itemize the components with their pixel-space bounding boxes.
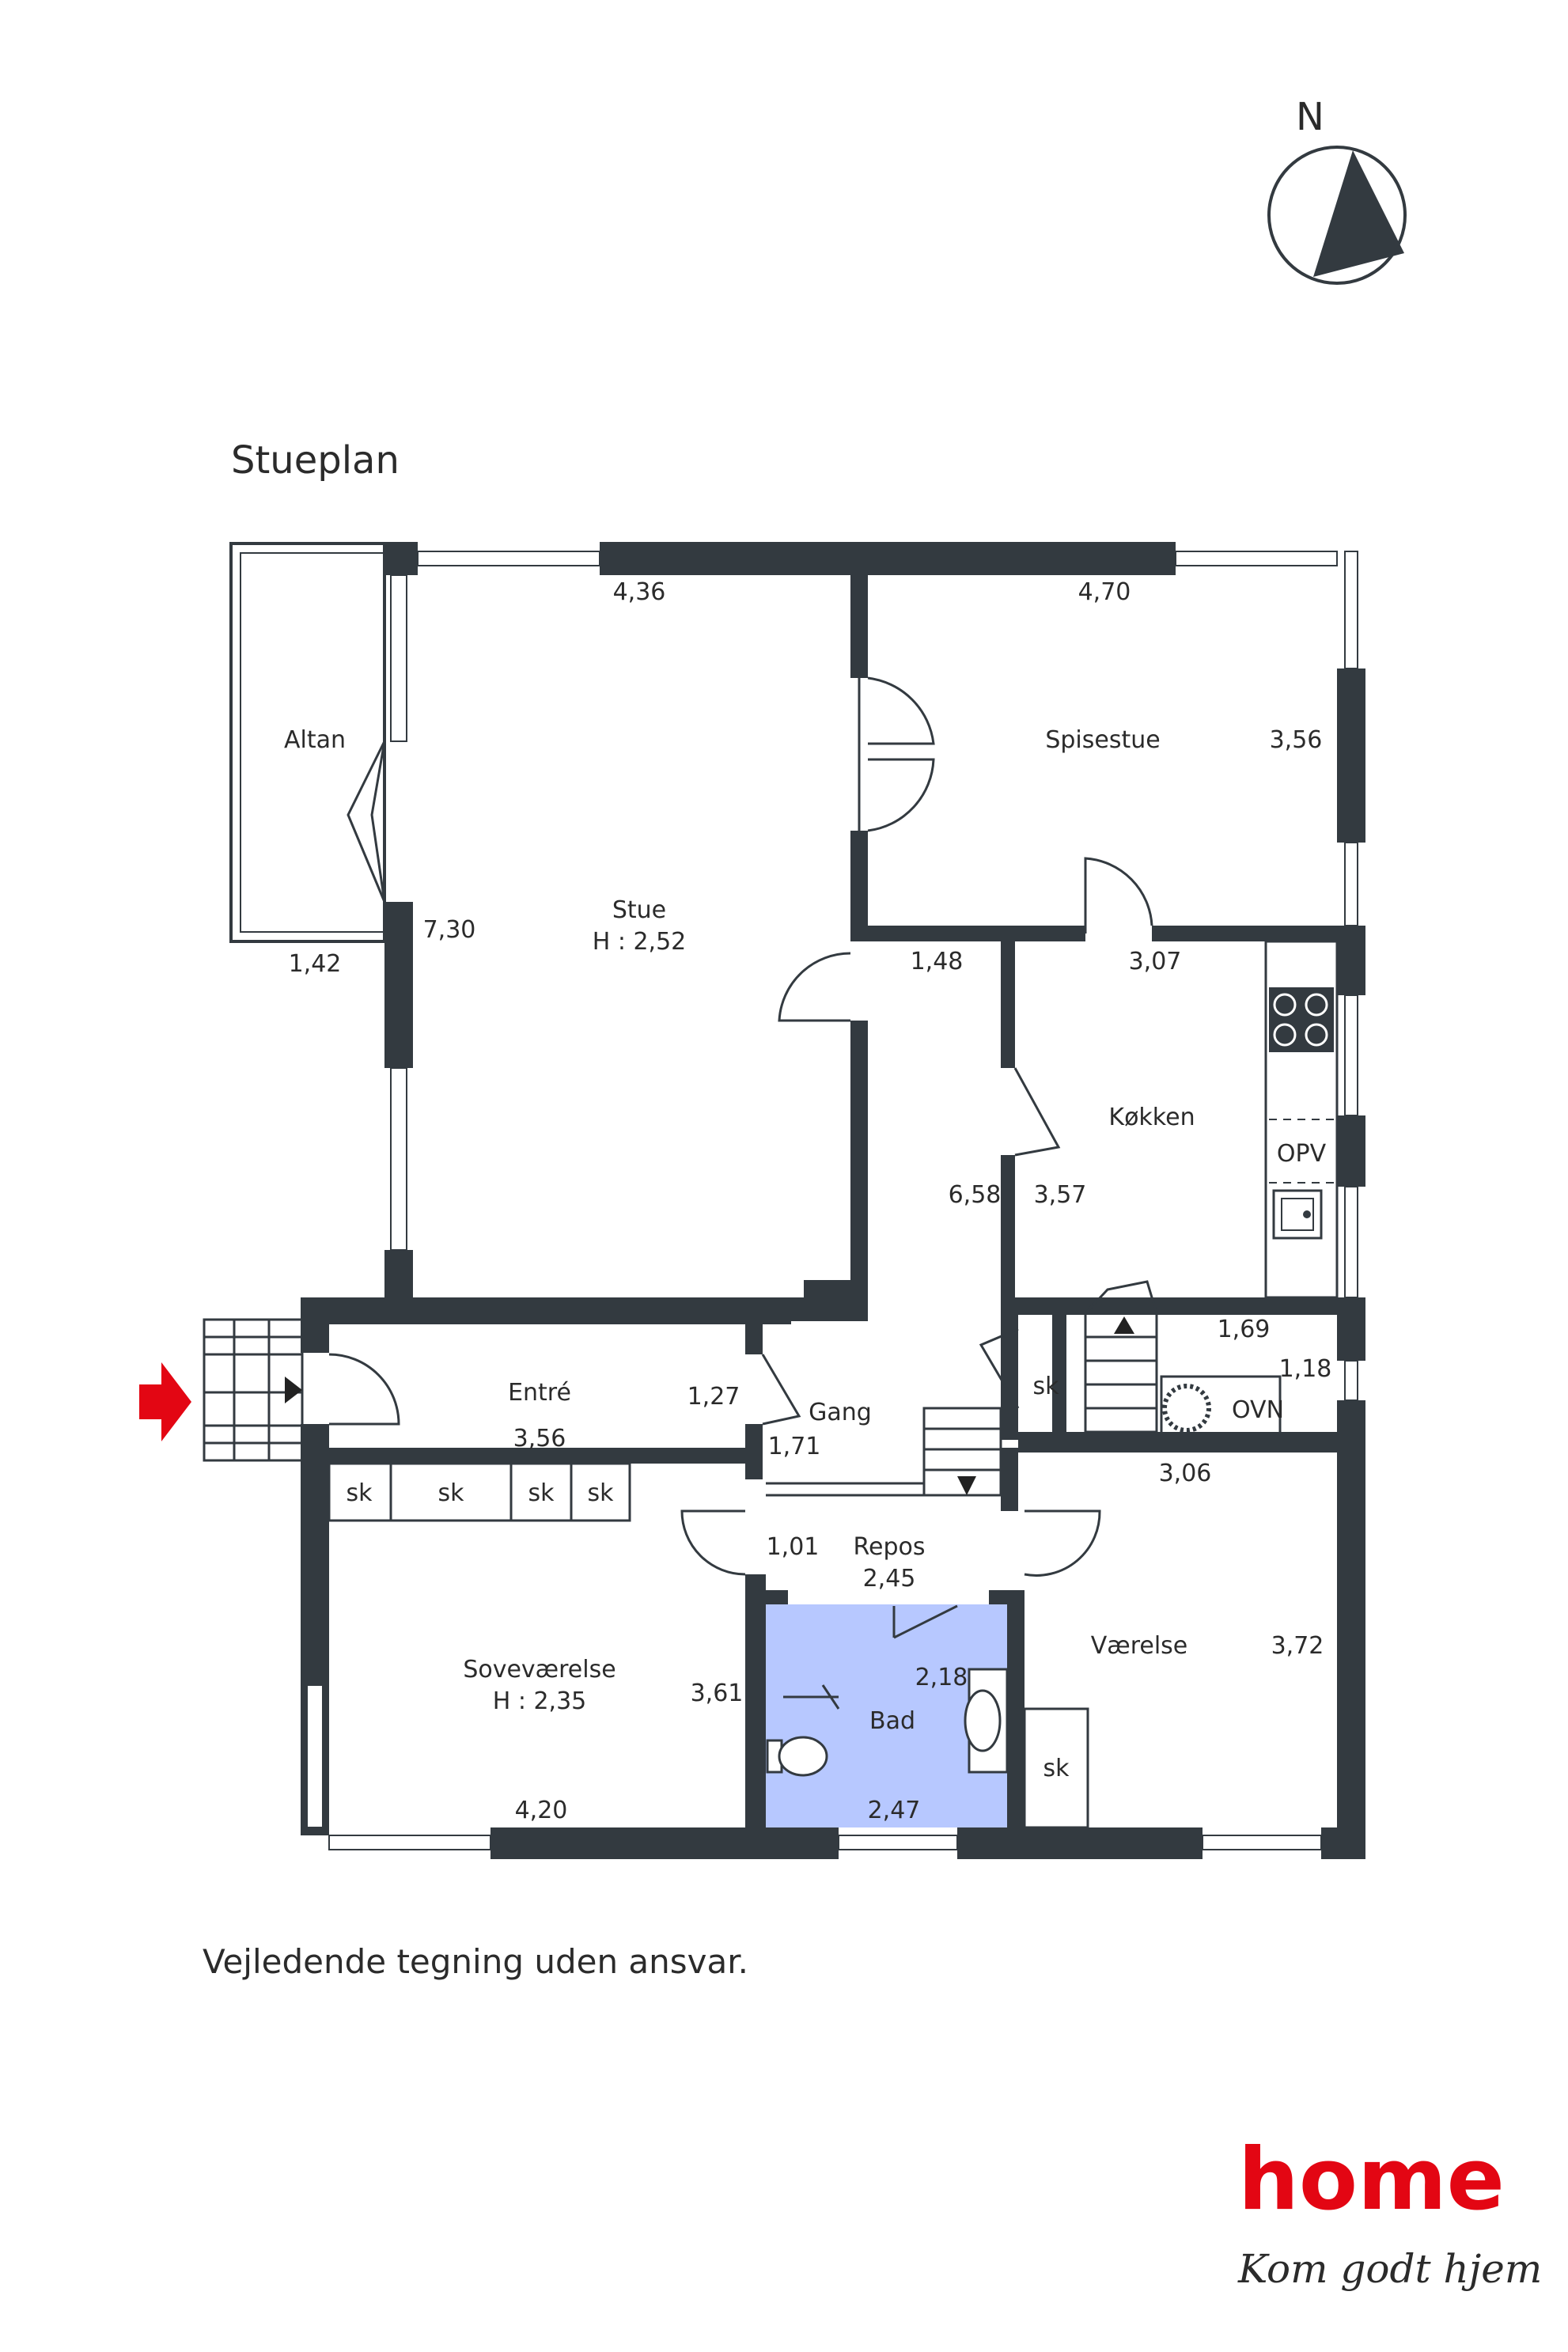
- stair-down-arrow-icon: [957, 1476, 976, 1495]
- dimension-vaerelse-depth: 3,72: [1271, 1632, 1324, 1660]
- plan-title: Stueplan: [231, 438, 400, 483]
- windows: [306, 551, 1358, 1850]
- room-label-spisestue: Spisestue: [1045, 726, 1160, 754]
- dishwasher-label: OPV: [1277, 1140, 1327, 1168]
- closet-label: sk: [587, 1479, 614, 1507]
- dimension-bad-width: 2,47: [868, 1797, 921, 1824]
- room-label-kokken: Køkken: [1108, 1104, 1195, 1131]
- dimension-stue-width: 4,36: [613, 578, 666, 606]
- dimension-spisestue-depth: 3,56: [1270, 726, 1323, 754]
- entrance-marker-icon: [139, 1362, 191, 1441]
- brand-logo: home Kom godt hjem: [1237, 2130, 1542, 2292]
- dimension-bad-depth: 2,18: [915, 1664, 968, 1691]
- room-height-stue: H : 2,52: [593, 928, 687, 956]
- dimension-sovevaerelse-width: 4,20: [515, 1797, 568, 1824]
- dimension-repos-width: 2,45: [863, 1565, 916, 1593]
- room-label-sovevaerelse: Soveværelse: [463, 1656, 615, 1684]
- dimension-gang-width: 1,71: [768, 1433, 821, 1460]
- dimension-vaerelse-width: 3,06: [1159, 1460, 1212, 1487]
- dimension-sovevaerelse-depth: 3,61: [691, 1680, 744, 1707]
- compass: N: [1267, 95, 1407, 285]
- dimension-stue-depth: 7,30: [423, 916, 476, 944]
- closet-label: sk: [1043, 1755, 1070, 1782]
- dimension-kokken-depth: 3,57: [1034, 1181, 1087, 1209]
- dimension-repos-depth: 1,01: [767, 1533, 820, 1561]
- stair-up-arrow-icon: [1114, 1316, 1134, 1334]
- dimension-kokken-lower: 1,69: [1218, 1316, 1271, 1343]
- dimension-entre-width: 3,56: [513, 1425, 566, 1452]
- room-label-gang: Gang: [809, 1399, 872, 1426]
- room-label-stue: Stue: [612, 896, 666, 924]
- disclaimer-text: Vejledende tegning uden ansvar.: [203, 1942, 748, 1981]
- entry-arrow-icon: [285, 1377, 302, 1403]
- dimension-entre-depth: 1,27: [687, 1383, 740, 1411]
- room-height-sovevaerelse: H : 2,35: [493, 1687, 587, 1715]
- brand-name: home: [1238, 2130, 1505, 2229]
- brand-tagline: Kom godt hjem: [1237, 2246, 1542, 2292]
- room-label-entre: Entré: [508, 1379, 571, 1407]
- dimension-altan-width: 1,42: [289, 950, 342, 978]
- closet-label: sk: [528, 1479, 555, 1507]
- compass-north-label: N: [1296, 95, 1324, 139]
- dimension-spisestue-width: 4,70: [1078, 578, 1131, 606]
- room-label-repos: Repos: [854, 1533, 926, 1561]
- dimension-gang-upper: 1,48: [911, 948, 964, 975]
- dimension-ovn-area: 1,18: [1279, 1355, 1332, 1383]
- dimension-gang-depth: 6,58: [949, 1181, 1002, 1209]
- doors: [328, 676, 1153, 1639]
- compass-needle-icon: [1313, 150, 1404, 277]
- closet-label: sk: [437, 1479, 464, 1507]
- dimension-kokken-width: 3,07: [1129, 948, 1182, 975]
- closet-label: sk: [1032, 1373, 1059, 1400]
- closet-label: sk: [346, 1479, 373, 1507]
- closets-row: [328, 1462, 1089, 1829]
- compass-circle: [1267, 146, 1407, 285]
- walls: [301, 542, 1365, 1859]
- room-label-vaerelse: Værelse: [1091, 1632, 1188, 1660]
- interior-stairs: [766, 1280, 1158, 1497]
- kitchen-fixtures: [1160, 940, 1339, 1441]
- bathroom-fixtures: [766, 1668, 1009, 1777]
- oven-label: OVN: [1232, 1396, 1284, 1424]
- room-label-altan: Altan: [284, 726, 346, 754]
- oven-fan-icon: [1162, 1384, 1211, 1433]
- room-label-bad: Bad: [869, 1707, 915, 1735]
